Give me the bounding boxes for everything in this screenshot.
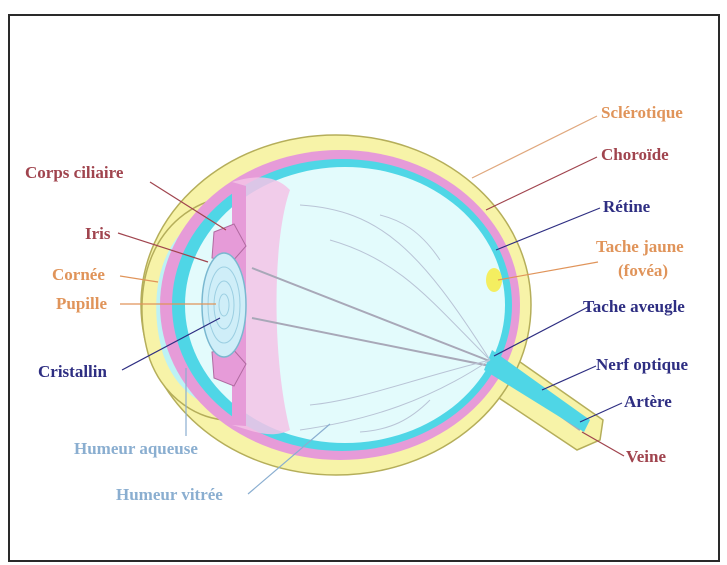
- leader-sclerotique: [472, 116, 597, 178]
- label-tache-jaune: Tache jaune: [596, 237, 684, 256]
- label-sclerotique: Sclérotique: [601, 103, 683, 122]
- label-artere: Artère: [624, 392, 672, 411]
- label-cristallin: Cristallin: [38, 362, 107, 381]
- label-corps-ciliaire: Corps ciliaire: [25, 163, 124, 182]
- label-nerf-optique: Nerf optique: [596, 355, 689, 374]
- label-cornee: Cornée: [52, 265, 105, 284]
- lens: [202, 253, 246, 357]
- label-veine: Veine: [626, 447, 666, 466]
- label-humeur-vitree: Humeur vitrée: [116, 485, 223, 504]
- label-fovea: (fovéa): [618, 261, 668, 280]
- label-choroide: Choroïde: [601, 145, 669, 164]
- leader-choroide: [486, 157, 597, 210]
- label-tache-aveugle: Tache aveugle: [583, 297, 685, 316]
- leader-nerf-optique: [542, 366, 596, 390]
- leader-retine: [496, 208, 600, 250]
- label-pupille: Pupille: [56, 294, 107, 313]
- label-humeur-aqueuse: Humeur aqueuse: [74, 439, 198, 458]
- label-retine: Rétine: [603, 197, 651, 216]
- label-iris: Iris: [85, 224, 111, 243]
